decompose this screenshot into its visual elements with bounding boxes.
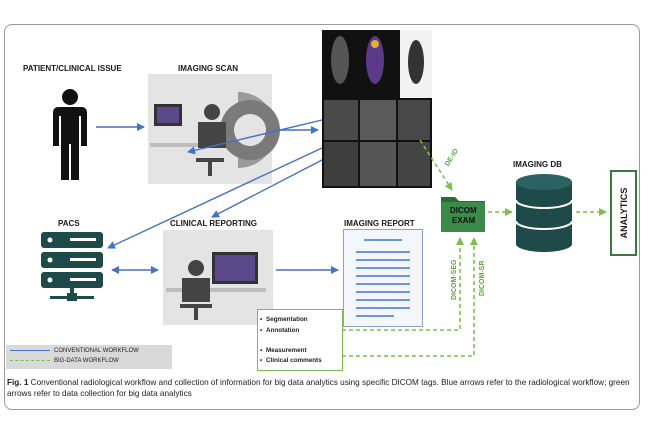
imaging-scan-label: IMAGING SCAN [178, 64, 238, 73]
arrow-sr-to-dicom [342, 237, 478, 357]
arrow-images-to-scan [187, 119, 323, 155]
report-notes-box: Segmentation Annotation Measurement Clin… [257, 309, 343, 371]
legend-big-data-label: BIG-DATA WORKFLOW [54, 358, 119, 364]
pacs-server-icon [41, 232, 103, 301]
report-lines [356, 239, 410, 317]
analytics-box: ANALYTICS [610, 170, 637, 256]
imaging-report-document [343, 229, 423, 327]
dicom-exam-label-2: EXAM [452, 216, 476, 225]
legend-green-line [10, 359, 50, 361]
imaging-report-label: IMAGING REPORT [344, 219, 415, 228]
pacs-label: PACS [58, 219, 80, 228]
patient-icon [53, 89, 87, 180]
figure-caption: Fig. 1 Conventional radiological workflo… [7, 377, 631, 399]
imaging-scan-illustration [148, 74, 280, 184]
legend: CONVENTIONAL WORKFLOW BIG-DATA WORKFLOW [6, 345, 172, 369]
dicom-exam-folder: DICOM EXAM [440, 193, 486, 233]
clinical-reporting-label: CLINICAL REPORTING [170, 219, 257, 228]
legend-big-data: BIG-DATA WORKFLOW [10, 358, 119, 367]
dicom-sr-label: DICOM-SR [479, 260, 486, 296]
legend-conventional-label: CONVENTIONAL WORKFLOW [54, 348, 139, 354]
imaging-db-label: IMAGING DB [513, 160, 562, 169]
medical-images-collage [322, 30, 432, 188]
arrow-images-to-reporting [211, 159, 323, 218]
folder-icon [441, 197, 485, 232]
analytics-label: ANALYTICS [618, 187, 629, 239]
imaging-db-icon [515, 174, 573, 252]
clinical-reporting-illustration [163, 230, 273, 325]
figure-number: Fig. 1 [7, 378, 29, 387]
patient-label: PATIENT/CLINICAL ISSUE [23, 64, 122, 73]
dicom-seg-label: DICOM-SEG [451, 259, 458, 300]
dicom-exam-label-1: DICOM [450, 206, 477, 215]
arrow-images-to-pacs [107, 147, 323, 249]
caption-text: Conventional radiological workflow and c… [7, 378, 630, 398]
arrow-images-to-dicom [419, 139, 453, 191]
note-clinical-comments: Clinical comments [260, 357, 322, 364]
legend-blue-line [10, 349, 50, 351]
note-annotation: Annotation [260, 327, 299, 334]
note-measurement: Measurement [260, 347, 307, 354]
note-segmentation: Segmentation [260, 316, 308, 323]
legend-conventional: CONVENTIONAL WORKFLOW [10, 348, 139, 357]
